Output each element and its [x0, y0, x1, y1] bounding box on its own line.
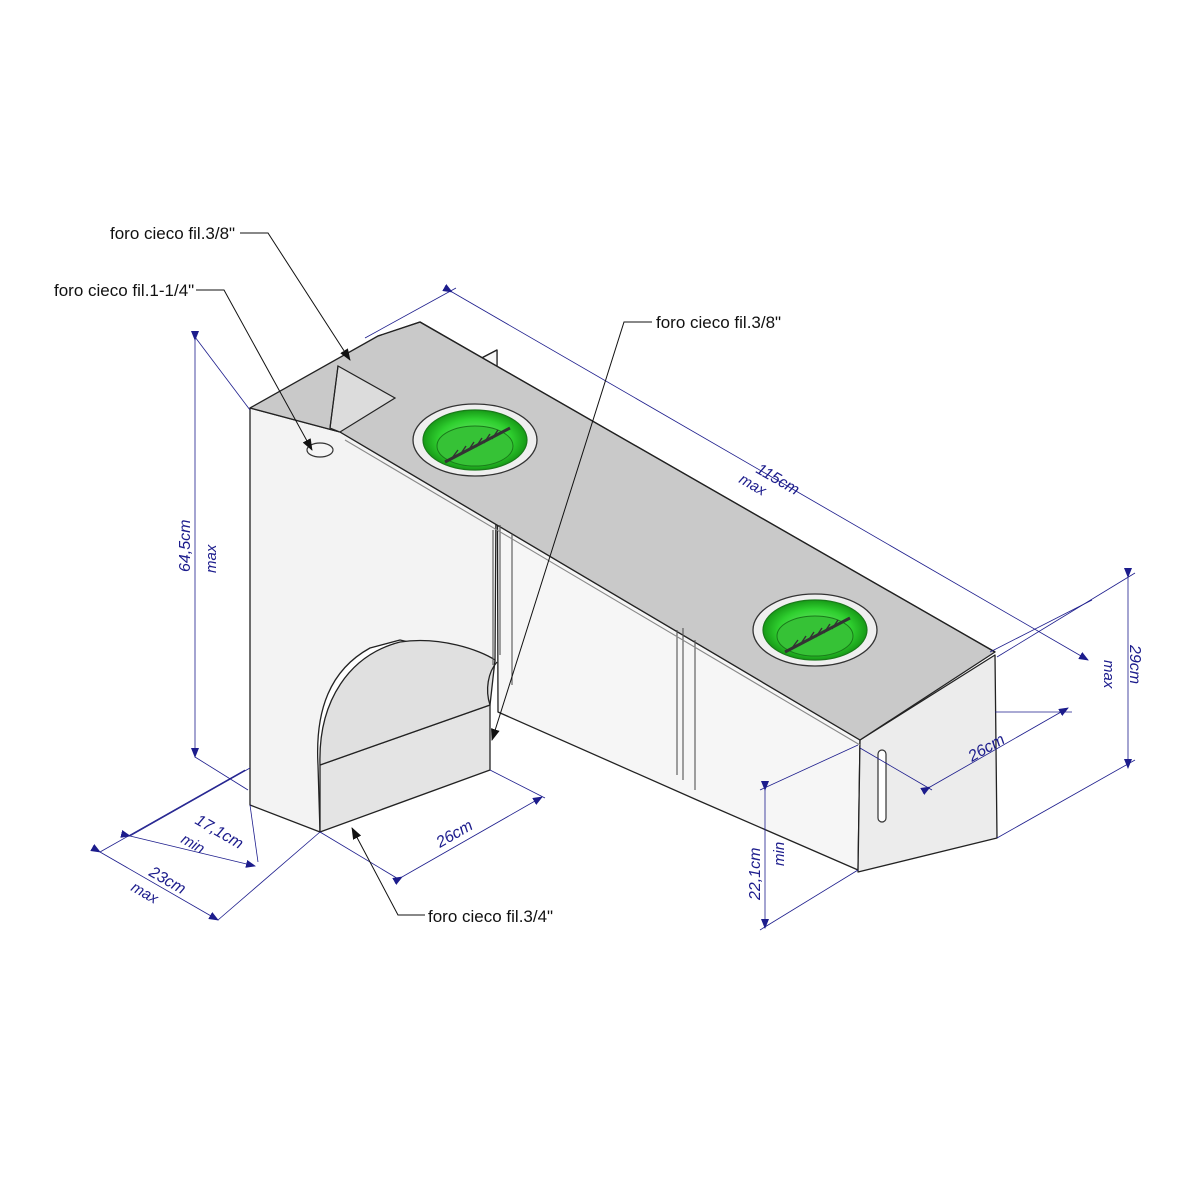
callout-leaders	[196, 232, 652, 916]
callout-side-hole: foro cieco fil.1-1/4"	[54, 281, 194, 300]
top-notch	[329, 365, 397, 433]
callout-top-small-hole: foro cieco fil.3/8"	[110, 224, 235, 243]
dim-end-height: 29cm	[1126, 644, 1143, 684]
callout-bottom-hole: foro cieco fil.3/4"	[428, 907, 553, 926]
cap-right-icon	[752, 593, 878, 667]
dim-height: 64,5cm	[177, 520, 194, 572]
end-slot-icon	[877, 749, 887, 823]
callout-inner-arch-hole: foro cieco fil.3/8"	[656, 313, 781, 332]
dim-end-height-note: max	[1100, 660, 1117, 689]
dim-height-note: max	[203, 544, 220, 573]
dim-inner-height-note: min	[771, 842, 788, 866]
side-hole-icon	[306, 442, 334, 458]
dimension-lines	[90, 284, 1136, 931]
dim-inner-height: 22,1cm	[747, 848, 764, 901]
cap-left-icon	[412, 403, 538, 477]
callout-labels: foro cieco fil.3/8" foro cieco fil.1-1/4…	[54, 224, 781, 926]
